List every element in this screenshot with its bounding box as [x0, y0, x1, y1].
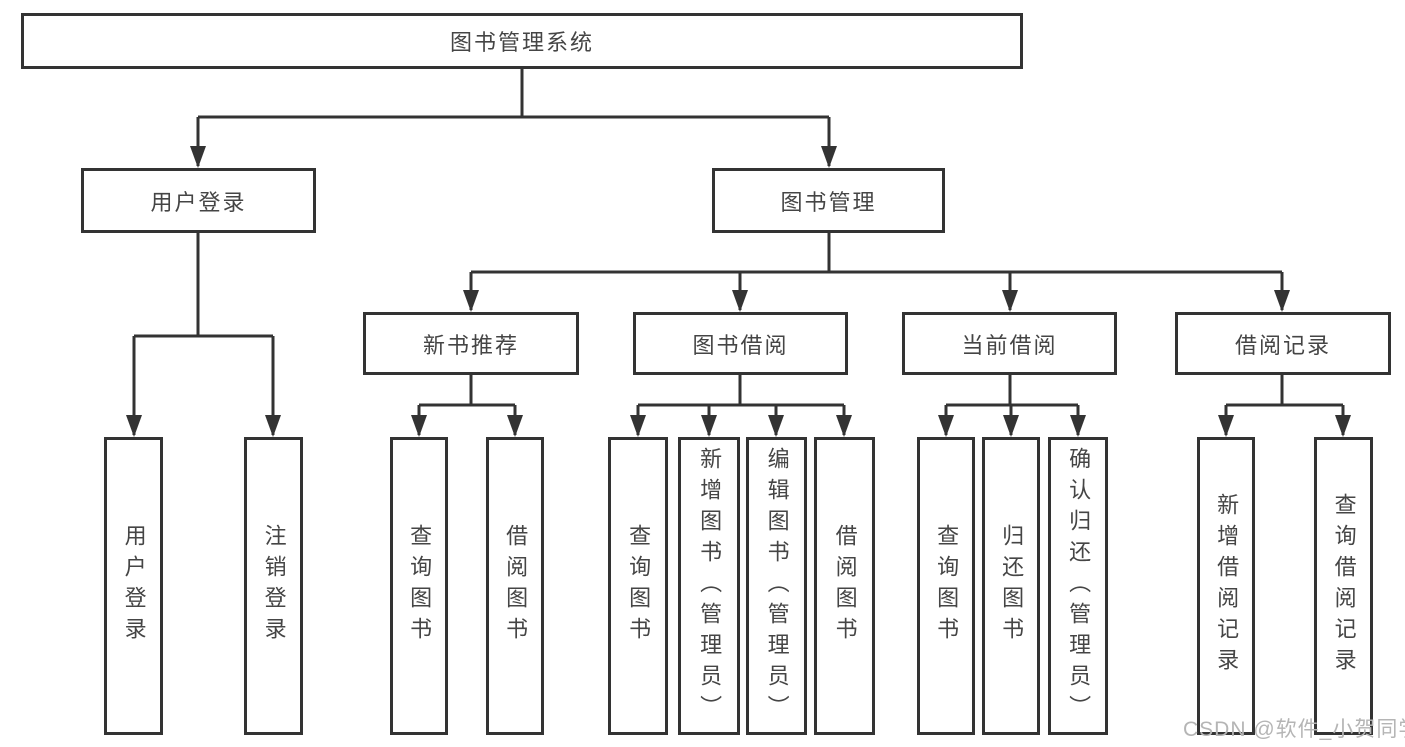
leaf-query-borrow-record-label: 查询借阅记录: [1331, 493, 1357, 679]
leaf-add-book-admin-label: 新增图书（管理员）: [697, 446, 723, 726]
leaf-edit-book-admin-label: 编辑图书（管理员）: [764, 446, 790, 726]
leaf-borrow-books-recommend-label: 借阅图书: [503, 524, 529, 648]
node-new-book-recommend: 新书推荐: [363, 312, 579, 375]
leaf-query-books-current-label: 查询图书: [934, 524, 960, 648]
leaf-query-books-borrow: 查询图书: [608, 437, 668, 735]
leaf-user-login-label: 用户登录: [121, 524, 147, 648]
leaf-borrow-books-recommend: 借阅图书: [486, 437, 544, 735]
leaf-confirm-return-admin-label: 确认归还（管理员）: [1066, 446, 1092, 726]
node-root: 图书管理系统: [21, 13, 1023, 69]
leaf-add-borrow-record-label: 新增借阅记录: [1214, 493, 1240, 679]
leaf-borrow-books-borrow-label: 借阅图书: [832, 524, 858, 648]
leaf-return-books-label: 归还图书: [999, 524, 1025, 648]
leaf-confirm-return-admin: 确认归还（管理员）: [1048, 437, 1108, 735]
leaf-return-books: 归还图书: [982, 437, 1040, 735]
leaf-logout: 注销登录: [244, 437, 303, 735]
node-current-borrow: 当前借阅: [902, 312, 1117, 375]
node-book-borrow: 图书借阅: [633, 312, 848, 375]
leaf-add-borrow-record: 新增借阅记录: [1197, 437, 1255, 735]
leaf-query-books-recommend-label: 查询图书: [407, 524, 433, 648]
leaf-add-book-admin: 新增图书（管理员）: [678, 437, 740, 735]
node-user-login: 用户登录: [81, 168, 316, 233]
node-book-management: 图书管理: [712, 168, 945, 233]
watermark: CSDN @软件_小贺同学: [1183, 718, 1405, 741]
leaf-query-borrow-record: 查询借阅记录: [1314, 437, 1373, 735]
leaf-borrow-books-borrow: 借阅图书: [814, 437, 875, 735]
leaf-query-books-current: 查询图书: [917, 437, 975, 735]
leaf-logout-label: 注销登录: [261, 524, 287, 648]
leaf-user-login: 用户登录: [104, 437, 163, 735]
node-borrow-records: 借阅记录: [1175, 312, 1391, 375]
leaf-edit-book-admin: 编辑图书（管理员）: [746, 437, 807, 735]
leaf-query-books-borrow-label: 查询图书: [626, 524, 652, 648]
leaf-query-books-recommend: 查询图书: [390, 437, 448, 735]
